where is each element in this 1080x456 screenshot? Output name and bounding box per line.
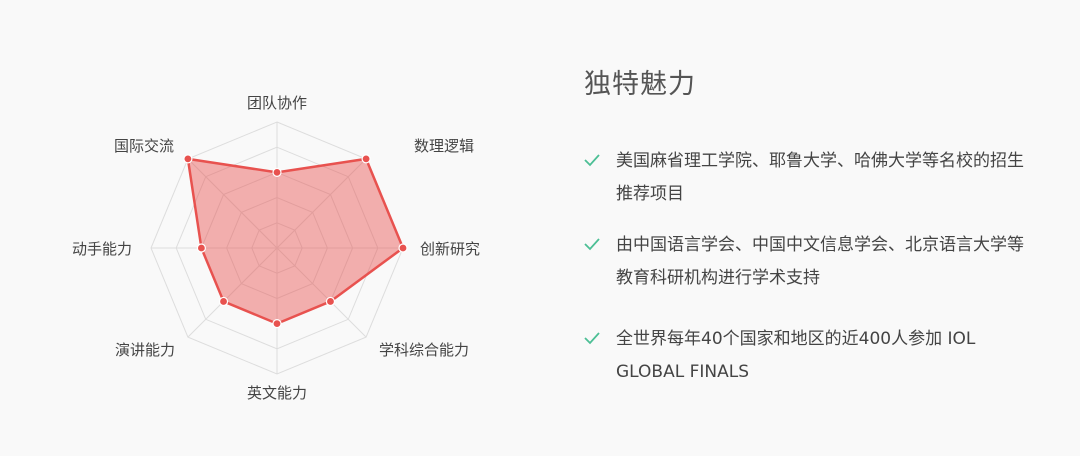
grid-spoke [187,247,278,338]
check-icon [584,154,600,167]
check-icon [584,332,600,345]
grid-spoke [276,247,367,338]
axis-label: 团队协作 [247,94,307,112]
section-title: 独特魅力 [584,69,696,100]
check-icon [584,238,600,251]
feature-item: 由中国语言学会、中国中文信息学会、北京语言大学等教育科研机构进行学术支持 [584,229,1044,295]
grid-spoke [187,158,278,249]
feature-text: 全世界每年40个国家和地区的近400人参加 IOL GLOBAL FINALS [616,329,976,382]
feature-text: 由中国语言学会、中国中文信息学会、北京语言大学等教育科研机构进行学术支持 [616,235,1024,288]
data-point[interactable] [272,167,282,177]
axis-label: 演讲能力 [115,341,175,359]
data-point[interactable] [218,296,229,307]
data-point[interactable] [398,243,408,253]
data-point[interactable] [183,154,193,164]
data-point[interactable] [196,243,206,253]
feature-text: 美国麻省理工学院、耶鲁大学、哈佛大学等名校的招生推荐项目 [616,151,1024,204]
axis-label: 学科综合能力 [379,341,469,359]
axis-label: 动手能力 [72,240,132,258]
axis-label: 创新研究 [420,240,480,258]
axis-label: 英文能力 [247,384,307,402]
data-point[interactable] [325,296,336,307]
feature-item: 全世界每年40个国家和地区的近400人参加 IOL GLOBAL FINALS [584,323,1044,389]
axis-label: 国际交流 [114,137,174,155]
axis-label: 数理逻辑 [414,137,474,155]
data-point[interactable] [361,154,371,164]
grid-spoke [276,158,367,249]
data-point[interactable] [272,319,282,329]
feature-item: 美国麻省理工学院、耶鲁大学、哈佛大学等名校的招生推荐项目 [584,145,1044,211]
radar-series [183,154,408,329]
